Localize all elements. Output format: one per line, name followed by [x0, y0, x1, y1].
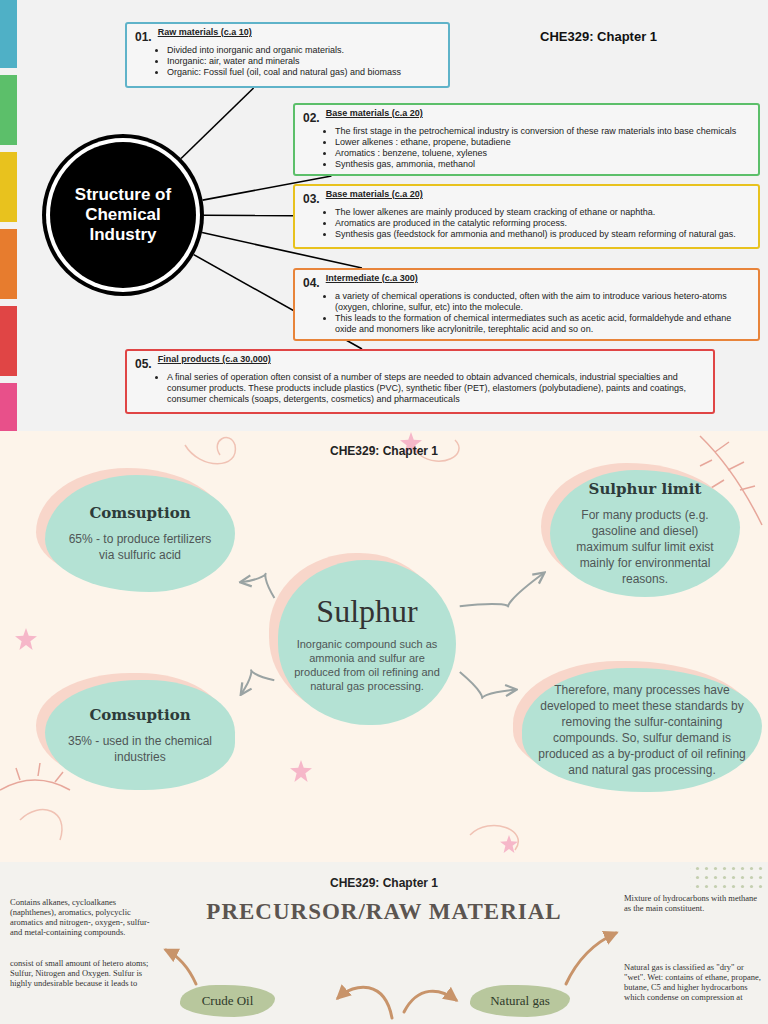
- node-label: Crude Oil: [202, 993, 254, 1009]
- bullet-item: Synthesis gas (feedstock for ammonia and…: [335, 229, 750, 240]
- topic-blob: Sulphur limitFor many products (e.g. gas…: [550, 470, 740, 597]
- bullet-item: Inorganic: air, water and minerals: [167, 56, 440, 67]
- curly-arrow: [241, 574, 274, 598]
- bullet-text: Aromatics are produced in the catalytic …: [335, 218, 567, 228]
- blob-heading: Sulphur: [316, 593, 417, 629]
- bullet-item: Lower alkenes : ethane, propene, butadie…: [335, 137, 750, 148]
- bullet-text: Lower alkenes : ethane, propene, butadie…: [335, 137, 511, 147]
- box-header: 05. Final products (c.a 30,000): [135, 354, 705, 371]
- box-heading: Raw materials (c.a 10): [158, 27, 252, 38]
- bullet-text: Organic: Fossil fuel (oil, coal and natu…: [167, 67, 401, 77]
- callout-number: 04.: [303, 276, 320, 290]
- bullet-text: Inorganic: air, water and minerals: [167, 56, 300, 66]
- bullet-list: Divided into inorganic and organic mater…: [135, 45, 440, 78]
- box-header: 03. Base materials (c.a 20): [303, 189, 750, 206]
- blob-body: 65% - to produce fertilizers via sulfuri…: [61, 531, 219, 563]
- callout-number: 02.: [303, 111, 320, 125]
- info-box: 01. Raw materials (c.a 10) Divided into in…: [125, 22, 450, 88]
- color-stripes: [0, 0, 17, 431]
- bullet-text: This leads to the formation of chemical …: [335, 313, 731, 334]
- bullet-item: This leads to the formation of chemical …: [335, 313, 750, 335]
- bullet-text: The first stage in the petrochemical ind…: [335, 126, 736, 136]
- box-header: 01. Raw materials (c.a 10): [135, 27, 440, 44]
- box-heading: Base materials (c.a 20): [326, 189, 423, 200]
- curly-arrow: [241, 670, 274, 693]
- star: [500, 835, 518, 853]
- callout-number: 05.: [135, 357, 152, 371]
- note-text: Natural gas is classified as "dry" or "w…: [624, 962, 762, 1002]
- note-text: Mixture of hydrocarbons with methane as …: [624, 893, 762, 913]
- bullet-list: The lower alkenes are mainly produced by…: [303, 207, 750, 240]
- curly-arrow: [460, 573, 544, 606]
- bullet-item: Organic: Fossil fuel (oil, coal and natu…: [167, 67, 440, 78]
- bullet-item: The lower alkenes are mainly produced by…: [335, 207, 750, 218]
- bullet-item: Synthesis gas, ammonia, methanol: [335, 159, 750, 170]
- star: [290, 760, 312, 782]
- info-box: 02. Base materials (c.a 20) The first stag…: [293, 103, 760, 176]
- box-heading: Final products (c.a 30,000): [158, 354, 271, 365]
- blob-body: For many products (e.g. gasoline and die…: [566, 507, 724, 587]
- blob-body: Therefore, many processes have developed…: [538, 682, 746, 778]
- page-header: CHE329: Chapter 1: [0, 876, 768, 890]
- box-header: 02. Base materials (c.a 20): [303, 108, 750, 125]
- connector-line: [204, 215, 293, 217]
- node-label: Natural gas: [490, 993, 550, 1009]
- blob-body: 35% - used in the chemical industries: [61, 733, 219, 765]
- topic-blob: Therefore, many processes have developed…: [522, 668, 762, 792]
- blob-heading: Comsuption: [89, 706, 190, 725]
- info-box: 04. Intermediate (c.a 300) a variety of ch…: [293, 268, 760, 341]
- circle-title: Structure of Chemical Industry: [63, 185, 183, 245]
- bullet-item: The first stage in the petrochemical ind…: [335, 126, 750, 137]
- blob-heading: Sulphur limit: [589, 480, 702, 499]
- bullet-item: A final series of operation often consis…: [167, 372, 705, 405]
- center-circle: Structure of Chemical Industry: [50, 142, 196, 288]
- page-header: CHE329: Chapter 1: [540, 29, 710, 44]
- note-text: consist of small amount of hetero atoms;…: [10, 958, 160, 988]
- topic-blob: Comsuption 65% - to produce fertilizers v…: [45, 475, 235, 592]
- topic-blob: Comsuption 35% - used in the chemical ind…: [45, 680, 235, 790]
- bullet-text: The lower alkenes are mainly produced by…: [335, 207, 655, 217]
- bullet-list: A final series of operation often consis…: [135, 372, 705, 405]
- blob-heading: Comsuption: [89, 504, 190, 523]
- box-heading: Base materials (c.a 20): [326, 108, 423, 119]
- bullet-text: Synthesis gas, ammonia, methanol: [335, 159, 475, 169]
- callout-number: 03.: [303, 192, 320, 206]
- curly-arrow: [460, 672, 516, 698]
- bullet-text: A final series of operation often consis…: [167, 372, 686, 404]
- ornaments: [0, 436, 762, 850]
- callout-number: 01.: [135, 30, 152, 44]
- bullet-text: a variety of chemical operations is cond…: [335, 291, 727, 312]
- star: [15, 628, 37, 650]
- info-box: 05. Final products (c.a 30,000) A final se…: [125, 349, 715, 414]
- blob-body: Inorganic compound such as ammonia and s…: [294, 637, 440, 693]
- source-node: Natural gas: [470, 985, 570, 1017]
- source-node: Crude Oil: [180, 985, 275, 1017]
- box-heading: Intermediate (c.a 300): [326, 273, 418, 284]
- note-text: Contains alkanes, cycloalkanes (naphthen…: [10, 897, 160, 937]
- bullet-text: Synthesis gas (feedstock for ammonia and…: [335, 229, 736, 239]
- precursor-arrows: [166, 933, 616, 1018]
- bullet-text: Aromatics : benzene, toluene, xylenes: [335, 148, 487, 158]
- box-header: 04. Intermediate (c.a 300): [303, 273, 750, 290]
- info-box: 03. Base materials (c.a 20) The lower alke…: [293, 184, 760, 249]
- connector-line: [181, 88, 254, 159]
- dot-pattern: [690, 866, 766, 890]
- bullet-list: a variety of chemical operations is cond…: [303, 291, 750, 335]
- bullet-item: a variety of chemical operations is cond…: [335, 291, 750, 313]
- bullet-item: Aromatics are produced in the catalytic …: [335, 218, 750, 229]
- bullet-text: Divided into inorganic and organic mater…: [167, 45, 344, 55]
- topic-blob: SulphurInorganic compound such as ammoni…: [278, 560, 456, 725]
- bullet-item: Divided into inorganic and organic mater…: [167, 45, 440, 56]
- bullet-item: Aromatics : benzene, toluene, xylenes: [335, 148, 750, 159]
- bullet-list: The first stage in the petrochemical ind…: [303, 126, 750, 170]
- page-header: CHE329: Chapter 1: [0, 444, 768, 458]
